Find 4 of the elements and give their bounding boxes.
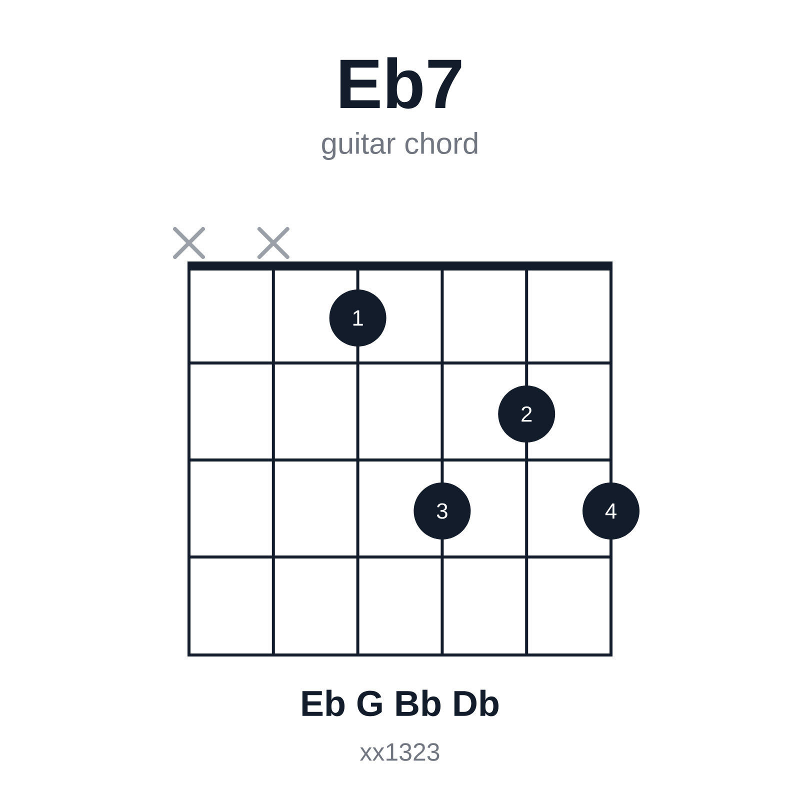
chord-notes: Eb G Bb Db	[302, 690, 498, 716]
subtitle: guitar chord	[322, 132, 478, 160]
fingering-code: xx1323	[360, 743, 440, 761]
chord-title: Eb7	[340, 57, 462, 109]
